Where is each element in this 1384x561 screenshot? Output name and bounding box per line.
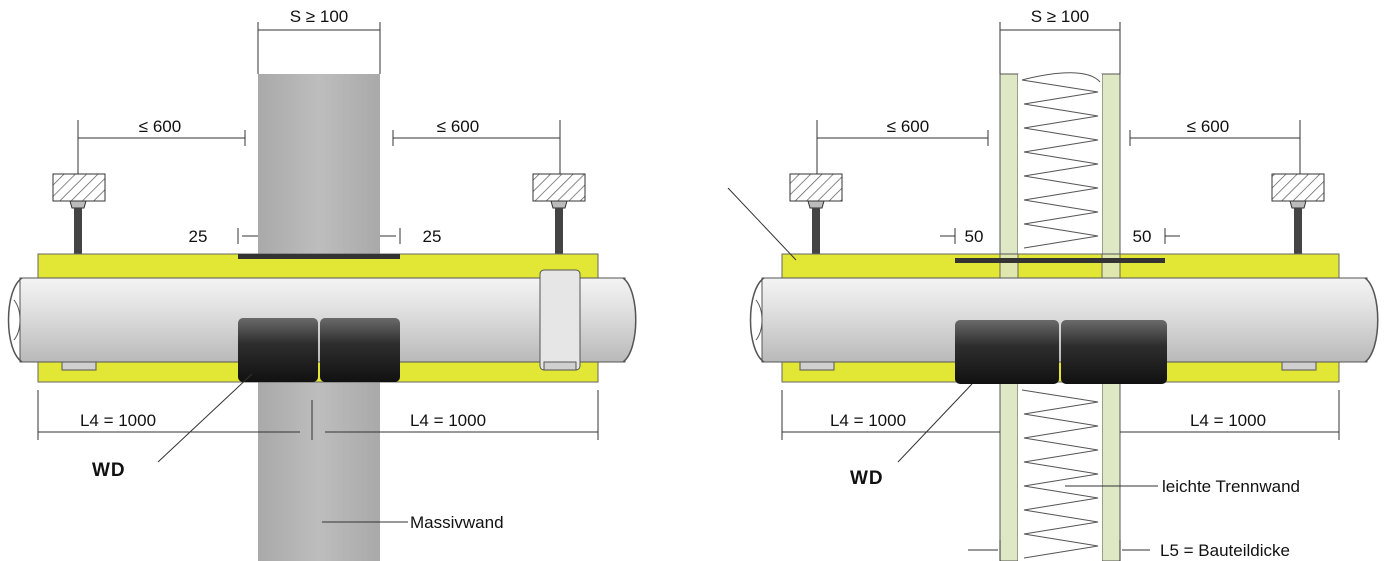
right-hanger-spacing-right-label: ≤ 600 [1187,117,1229,136]
left-insulation-right-label: L4 = 1000 [410,411,486,430]
left-insulation-left-label: L4 = 1000 [80,411,156,430]
right-thickness-label: L5 = Bauteildicke [1160,541,1290,560]
right-diagram: S ≥ 100 ≤ 600 ≤ 600 [727,6,1379,561]
left-sleeve-label: WD [92,460,126,481]
right-wall-gap-label: S ≥ 100 [1031,7,1089,26]
left-wall-gap-dimension: S ≥ 100 [257,6,381,74]
right-overlap-dimension: 50 50 [940,227,1180,246]
left-wall-gap-label: S ≥ 100 [290,7,348,26]
right-insulation-length-dimension: L4 = 1000 L4 = 1000 [781,390,1340,440]
right-overlap-left-label: 50 [965,227,984,246]
left-hanger-spacing: ≤ 600 ≤ 600 [77,117,561,175]
left-wall-label: Massivwand [410,513,504,532]
left-sleeve [238,318,400,382]
left-hanger-2 [532,173,586,271]
left-insulation-length-dimension: L4 = 1000 L4 = 1000 [37,390,599,440]
left-pipe-clamp [539,269,581,371]
left-hanger-spacing-left-label: ≤ 600 [139,117,181,136]
right-overlap-right-label: 50 [1133,227,1152,246]
right-thickness-dimension: L5 = Bauteildicke [968,540,1290,561]
right-insulation-left-label: L4 = 1000 [830,411,906,430]
right-wall-label: leichte Trennwand [1162,477,1300,496]
right-sleeve [955,320,1167,384]
left-overlap-left-label: 25 [189,227,208,246]
left-hanger-spacing-right-label: ≤ 600 [437,117,479,136]
right-sleeve-label: WD [850,468,884,489]
right-wall-gap-dimension: S ≥ 100 [999,6,1121,74]
left-overlap-right-label: 25 [423,227,442,246]
left-diagram: S ≥ 100 ≤ 600 ≤ 600 [7,6,637,561]
right-insulation-right-label: L4 = 1000 [1190,411,1266,430]
left-overlap-dimension: 25 25 [189,227,442,246]
right-hanger-spacing: ≤ 600 ≤ 600 [816,117,1301,175]
right-hanger-spacing-left-label: ≤ 600 [887,117,929,136]
